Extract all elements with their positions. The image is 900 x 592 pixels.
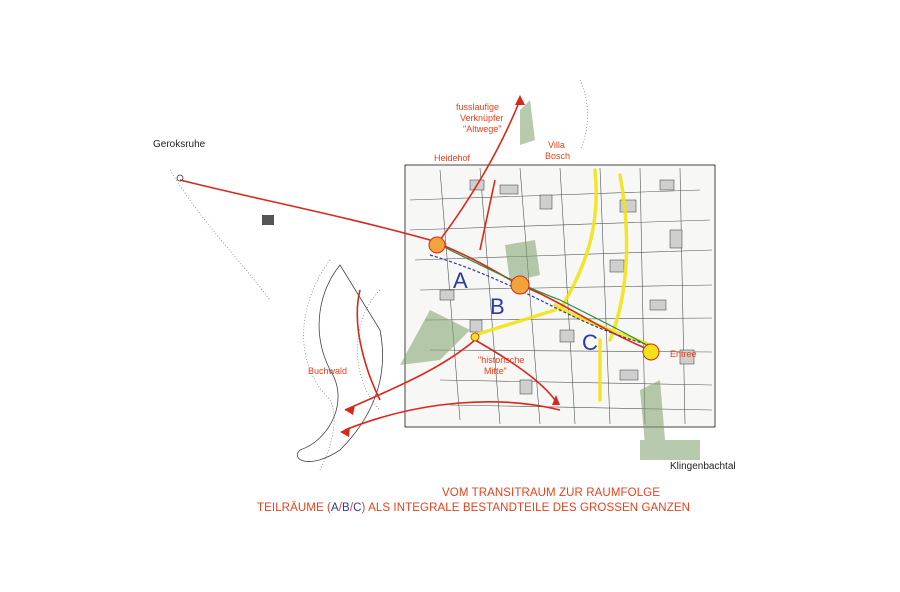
label-klingenbachtal: Klingenbachtal xyxy=(670,461,736,472)
caption-a: A xyxy=(330,502,339,514)
access-arrows xyxy=(340,95,560,437)
caption-prefix: TEILRÄUME ( xyxy=(257,502,331,514)
zone-b-label: B xyxy=(490,294,505,319)
park-outline xyxy=(297,264,383,462)
label-historische: "historische xyxy=(478,355,525,365)
city-block-frame xyxy=(404,164,716,428)
green-spaces xyxy=(400,100,700,460)
label-buchwald: Buchwald xyxy=(308,366,348,376)
caption-sep-2: / xyxy=(349,502,354,514)
caption-c: C xyxy=(353,502,362,514)
label-geroksruhe: Geroksruhe xyxy=(153,139,206,150)
building-marker xyxy=(262,215,274,225)
zone-c-label: C xyxy=(582,330,598,355)
label-entree: Entree xyxy=(670,349,697,359)
caption-b: B xyxy=(342,502,350,514)
caption-line-1: VOM TRANSITRAUM ZUR RAUMFOLGE xyxy=(442,487,661,499)
label-fusslaeufige: fusslaufige xyxy=(456,102,500,112)
green-walkway xyxy=(439,244,656,351)
caption-sep-1: / xyxy=(338,502,343,514)
label-mitte: Mitte" xyxy=(484,366,507,376)
building-blocks xyxy=(439,179,695,395)
zone-a-label: A xyxy=(453,268,468,293)
terrain-hillside xyxy=(169,79,588,471)
label-heidehof: Heidehof xyxy=(434,153,471,163)
zone-outline xyxy=(429,254,651,346)
label-villa: Villa xyxy=(548,140,565,150)
label-verknuepfer: Verknüpfer xyxy=(460,113,504,123)
geroksruhe-marker xyxy=(176,174,184,182)
label-bosch: Bosch xyxy=(545,151,571,161)
caption-suffix: ) ALS INTEGRALE BESTANDTEILE DES GROSSEN… xyxy=(361,502,690,514)
label-altwege: "Altwege" xyxy=(463,124,502,134)
caption-line-2: TEILRÄUME (A/B/C) ALS INTEGRALE BESTANDT… xyxy=(257,502,690,514)
nodes xyxy=(428,236,660,361)
